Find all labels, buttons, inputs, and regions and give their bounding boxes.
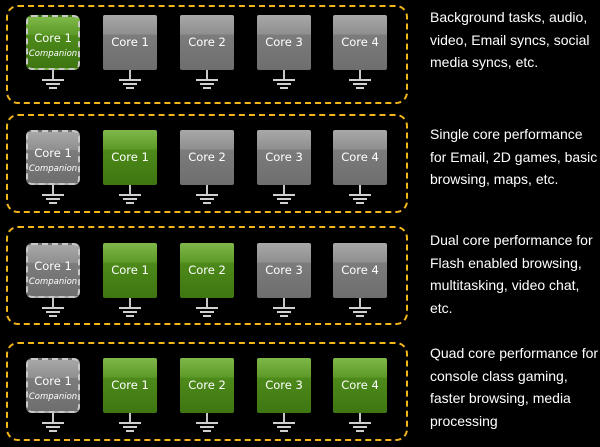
ground-icon (273, 298, 295, 317)
row-companion-description: Background tasks, audio, video, Email sy… (430, 9, 590, 70)
ground-icon (349, 413, 371, 432)
core-chip: Core 1 (103, 130, 157, 185)
row-quad-box (6, 342, 408, 441)
ground-icon (42, 413, 64, 432)
ground-icon (119, 413, 141, 432)
companion-core-chip: Core 1 Companion (26, 130, 80, 185)
core-chip: Core 3 (257, 130, 311, 185)
ground-icon (119, 298, 141, 317)
core-label: Core 1 (111, 150, 149, 164)
row-companion-box (6, 5, 408, 104)
core-label: Core 3 (265, 263, 303, 277)
row-single-box (6, 114, 408, 213)
core-label: Core 2 (188, 378, 226, 392)
core-chip: Core 4 (333, 15, 387, 70)
row-single-description: Single core performance for Email, 2D ga… (430, 126, 598, 187)
ground-icon (119, 185, 141, 204)
companion-core-chip: Core 1 Companion (26, 243, 80, 298)
ground-icon (273, 70, 295, 89)
ground-icon (196, 185, 218, 204)
core-chip: Core 4 (333, 243, 387, 298)
core-label: Core 3 (265, 35, 303, 49)
core-chip: Core 4 (333, 358, 387, 413)
ground-icon (273, 413, 295, 432)
core-label: Core 1 (34, 374, 72, 388)
core-label: Core 1 (111, 35, 149, 49)
core-label: Core 1 (34, 259, 72, 273)
core-chip: Core 3 (257, 15, 311, 70)
ground-icon (42, 185, 64, 204)
core-label: Core 3 (265, 378, 303, 392)
core-chip: Core 2 (180, 15, 234, 70)
core-chip: Core 1 (103, 243, 157, 298)
core-chip: Core 1 (103, 358, 157, 413)
core-label: Core 2 (188, 150, 226, 164)
core-chip: Core 3 (257, 358, 311, 413)
core-chip: Core 2 (180, 130, 234, 185)
core-label: Core 1 (34, 146, 72, 160)
core-label: Core 1 (111, 378, 149, 392)
core-label: Core 4 (341, 263, 379, 277)
companion-core-chip: Core 1 Companion (26, 15, 80, 70)
ground-icon (349, 70, 371, 89)
core-label: Core 1 (34, 31, 72, 45)
companion-label: Companion (28, 49, 78, 59)
companion-label: Companion (28, 277, 78, 287)
ground-icon (196, 70, 218, 89)
core-label: Core 3 (265, 150, 303, 164)
core-chip: Core 3 (257, 243, 311, 298)
ground-icon (349, 185, 371, 204)
core-label: Core 4 (341, 378, 379, 392)
core-chip: Core 2 (180, 243, 234, 298)
core-label: Core 2 (188, 35, 226, 49)
companion-core-chip: Core 1 Companion (26, 358, 80, 413)
ground-icon (349, 298, 371, 317)
row-dual-box (6, 226, 408, 325)
core-label: Core 4 (341, 35, 379, 49)
core-label: Core 4 (341, 150, 379, 164)
ground-icon (273, 185, 295, 204)
ground-icon (196, 413, 218, 432)
row-quad-description: Quad core performance for console class … (430, 345, 599, 429)
core-label: Core 1 (111, 263, 149, 277)
companion-label: Companion (28, 392, 78, 402)
ground-icon (196, 298, 218, 317)
ground-icon (119, 70, 141, 89)
core-chip: Core 2 (180, 358, 234, 413)
companion-label: Companion (28, 164, 78, 174)
core-chip: Core 4 (333, 130, 387, 185)
ground-icon (42, 298, 64, 317)
row-dual-description: Dual core performance for Flash enabled … (430, 232, 593, 316)
ground-icon (42, 70, 64, 89)
core-chip: Core 1 (103, 15, 157, 70)
core-label: Core 2 (188, 263, 226, 277)
